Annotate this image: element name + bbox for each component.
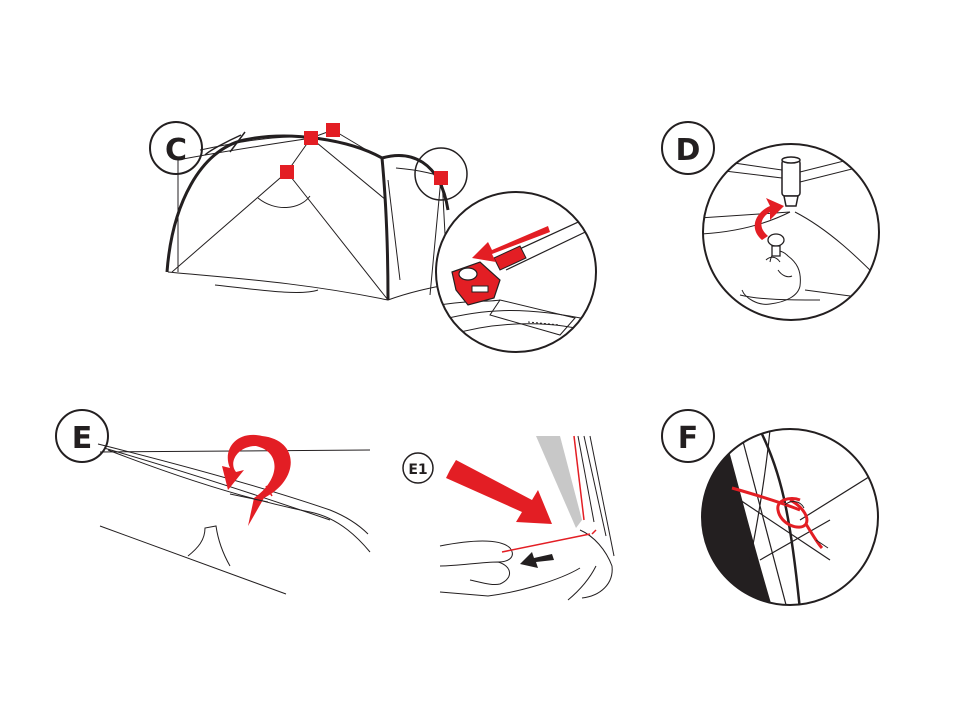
- step-e-label: E: [72, 421, 93, 456]
- tension-arrow: [520, 552, 554, 568]
- step-e1-badge: E1: [403, 453, 433, 483]
- clip-marker: [304, 131, 318, 145]
- step-f-badge: F: [662, 410, 714, 462]
- step-f-label: F: [678, 421, 699, 456]
- step-f-panel: F: [662, 410, 880, 620]
- pull-direction-arrow: [446, 460, 552, 524]
- step-c-label: C: [165, 133, 187, 168]
- fly-drawing: [98, 444, 370, 594]
- clip-marker: [434, 171, 448, 185]
- step-d-label: D: [676, 133, 701, 168]
- clip-marker: [326, 123, 340, 137]
- step-e-panel: E: [56, 410, 370, 594]
- tent-drawing: [167, 130, 448, 300]
- step-d-badge: D: [662, 122, 714, 174]
- corner-detail-circle: [436, 192, 600, 352]
- step-e-badge: E: [56, 410, 108, 462]
- step-c-badge: C: [150, 122, 202, 174]
- pole-hub: [782, 157, 800, 206]
- step-e1-label: E1: [408, 462, 427, 478]
- step-c-panel: C: [150, 122, 600, 352]
- clip-markers: [280, 123, 448, 185]
- clip-marker: [280, 165, 294, 179]
- step-e1-panel: E1: [403, 436, 614, 600]
- wrap-arrow: [222, 435, 291, 526]
- step-d-panel: D: [662, 122, 880, 320]
